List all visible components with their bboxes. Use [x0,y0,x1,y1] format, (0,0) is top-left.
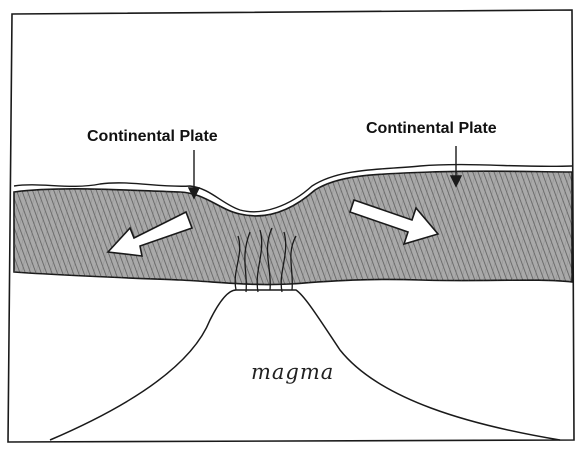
plate-band-texture [14,171,572,284]
magma-label: magma [251,360,334,384]
right-plate-label: Continental Plate [366,120,497,138]
left-plate-label: Continental Plate [87,128,218,146]
